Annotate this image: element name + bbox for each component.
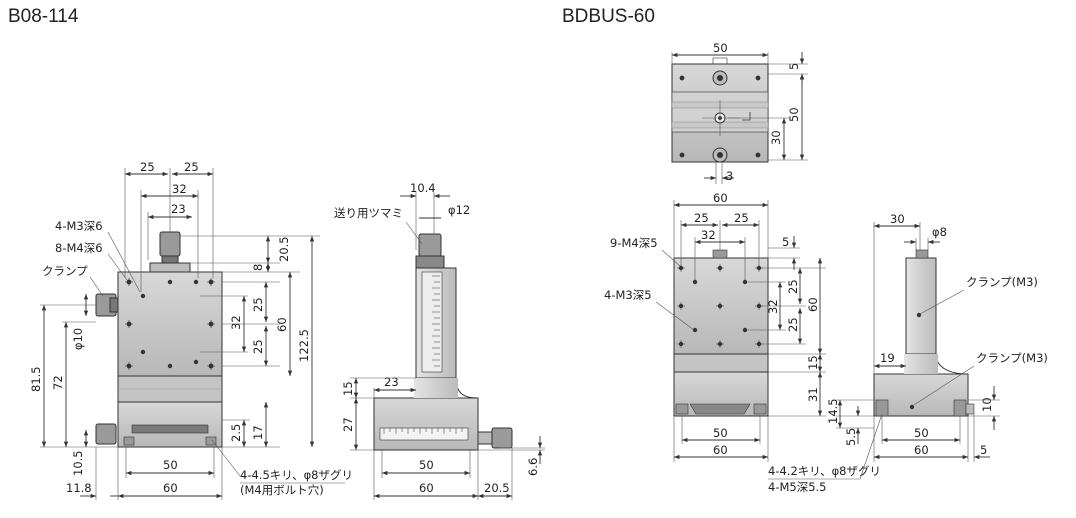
dim-32-vert: 32 <box>229 315 243 330</box>
dim-31-front: 31 <box>806 387 820 402</box>
dim-60-front-vert: 60 <box>806 297 820 312</box>
dim-30-side-right: 30 <box>890 212 905 226</box>
dim-20-5: 20.5 <box>277 236 291 262</box>
dim-2-5: 2.5 <box>229 424 243 442</box>
side-base <box>373 397 479 451</box>
left-front-view: 25 25 32 23 20.5 8 122.5 32 25 25 60 <box>29 160 353 500</box>
dim-32-front: 32 <box>701 228 716 242</box>
dim-25-front-v2: 25 <box>786 317 800 332</box>
dim-25-vert-top: 25 <box>251 297 265 312</box>
dim-8: 8 <box>251 264 265 271</box>
dim-5-top: 5 <box>787 63 801 70</box>
dim-10-4: 10.4 <box>410 181 436 195</box>
title-bdbus-60: BDBUS-60 <box>562 6 655 27</box>
dim-30-top: 30 <box>769 130 783 145</box>
dim-25-front-right: 25 <box>734 211 749 225</box>
label-9-m4: 9-M4深5 <box>610 236 658 250</box>
dim-5-5: 5.5 <box>844 428 858 446</box>
title-b08-114: B08-114 <box>8 6 79 27</box>
dim-50-side: 50 <box>419 458 434 472</box>
dim-phi10: φ10 <box>71 328 85 350</box>
dim-phi8: φ8 <box>932 225 947 239</box>
stage-plate <box>117 271 223 377</box>
left-side-view: 10.4 φ12 送り用ツマミ 23 15 27 50 60 20.5 6.6 <box>334 181 545 500</box>
dim-50-front-bottom: 50 <box>713 426 728 440</box>
side-base-right <box>873 373 969 417</box>
dim-17: 17 <box>251 425 265 440</box>
label-feed-knob: 送り用ツマミ <box>334 206 403 220</box>
dim-15-front: 15 <box>806 355 820 370</box>
dim-60-side-right: 60 <box>914 443 929 457</box>
dim-phi12: φ12 <box>448 203 470 217</box>
right-top-view: 50 5 50 30 3 <box>671 41 808 184</box>
label-clamp-m3-2: クランプ(M3) <box>976 351 1048 365</box>
dim-50-top-vert: 50 <box>787 107 801 122</box>
feed-knob-top <box>159 231 181 257</box>
dim-5-side-right: 5 <box>980 443 987 457</box>
dim-72: 72 <box>51 375 65 390</box>
label-hole-right-1: 4-4.2キリ、φ8ザグリ <box>768 464 881 478</box>
dim-50-top: 50 <box>713 41 728 55</box>
base-block <box>117 401 223 448</box>
dim-25-front-left: 25 <box>694 211 709 225</box>
label-hole-2: (M4用ボルト穴) <box>240 483 324 497</box>
dim-19-side: 19 <box>880 351 895 365</box>
dim-27-side: 27 <box>341 417 355 432</box>
dim-23: 23 <box>171 202 186 216</box>
dim-25-left: 25 <box>140 160 155 174</box>
right-side-view: 30 φ8 クランプ(M3) クランプ(M3) 19 14.5 5.5 10 5… <box>768 212 1048 494</box>
label-clamp-m3-1: クランプ(M3) <box>966 275 1038 289</box>
dim-11-8: 11.8 <box>66 481 92 495</box>
label-hole-1: 4-4.5キリ、φ8ザグリ <box>240 468 353 482</box>
dim-6-6: 6.6 <box>526 458 540 476</box>
dim-20-5-side: 20.5 <box>484 481 510 495</box>
right-front-view: 60 25 25 32 5 25 25 32 60 15 <box>604 191 826 462</box>
dim-122-5: 122.5 <box>297 329 311 362</box>
dim-32: 32 <box>172 182 187 196</box>
dim-32-front-vert: 32 <box>766 299 780 314</box>
dim-60-bottom: 60 <box>163 481 178 495</box>
dim-50-bottom: 50 <box>163 458 178 472</box>
dim-50-side-right: 50 <box>914 426 929 440</box>
dim-10-5: 10.5 <box>71 450 85 476</box>
side-column <box>905 257 937 355</box>
dim-5-front: 5 <box>782 235 789 249</box>
label-8-m4: 8-M4深6 <box>55 241 103 255</box>
label-4-m3-front: 4-M3深5 <box>604 288 652 302</box>
label-hole-right-2: 4-M5深5.5 <box>768 480 827 494</box>
dim-81-5: 81.5 <box>29 366 43 392</box>
dim-25-right: 25 <box>184 160 199 174</box>
label-4-m3: 4-M3深6 <box>55 219 103 233</box>
dim-60-vert: 60 <box>275 317 289 332</box>
dim-10-side: 10 <box>980 397 994 412</box>
label-clamp: クランプ <box>42 264 88 278</box>
dim-3-top: 3 <box>726 169 733 183</box>
dim-60-front: 60 <box>713 191 728 205</box>
dim-60-side: 60 <box>419 481 434 495</box>
dim-15-side: 15 <box>341 381 355 396</box>
dim-25-front-v1: 25 <box>786 279 800 294</box>
dim-23-side: 23 <box>384 375 399 389</box>
dim-25-vert-bottom: 25 <box>251 339 265 354</box>
feed-knob-side <box>418 233 442 257</box>
dim-60-front-bottom: 60 <box>713 443 728 457</box>
dim-14-5: 14.5 <box>826 398 840 424</box>
